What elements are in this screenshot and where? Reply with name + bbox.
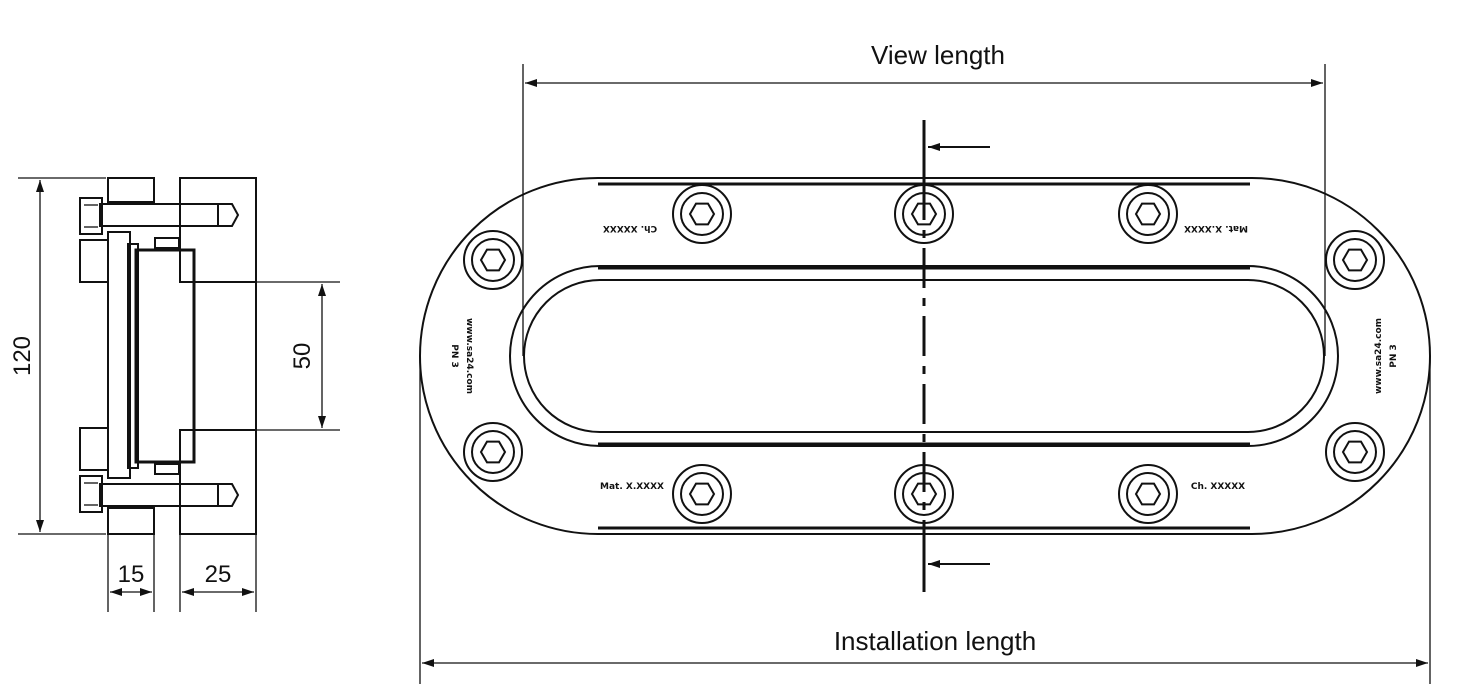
dim-label-installation-length: Installation length [834,626,1036,656]
clamp-ring-profile [107,231,131,479]
top-view: Ch. XXXXX Mat. X.XXXX Mat. X.XXXX Ch. XX… [419,40,1431,684]
bolt-bottom-left [672,464,732,524]
bolt-top-left [672,184,732,244]
mark-right-web: www.sa24.com [1374,318,1384,394]
bolt-top-right [1118,184,1178,244]
bolt-top [79,197,240,235]
mark-right-pn: PN 3 [1389,344,1399,368]
frame-block-bottom-right [179,429,257,535]
mark-bottom-left: Mat. X.XXXX [600,482,664,492]
bolt-right-upper [1325,230,1385,290]
frame-block-bottom-left [107,507,155,535]
mark-left-pn: PN 3 [449,344,459,368]
dim-label-view-length: View length [871,40,1005,70]
bolt-bottom-right [1118,464,1178,524]
bolt-bottom [79,475,240,513]
dim-label-50: 50 [289,343,316,370]
frame-block-top-right [179,177,257,283]
dim-label-15: 15 [118,561,145,588]
dim-label-25: 25 [205,561,232,588]
frame-block-top-left [107,177,155,203]
mark-top-right: Mat. X.XXXX [1184,223,1248,233]
mark-bottom-right: Ch. XXXXX [1191,482,1245,492]
side-section-view: 120 50 15 25 [9,177,340,612]
bolt-left-upper [463,230,523,290]
mark-left-web: www.sa24.com [464,318,474,394]
mark-top-left: Ch. XXXXX [603,223,657,233]
dim-label-120: 120 [9,336,36,376]
bolt-right-lower [1325,422,1385,482]
bolt-left-lower [463,422,523,482]
sight-glass-section [134,248,196,464]
